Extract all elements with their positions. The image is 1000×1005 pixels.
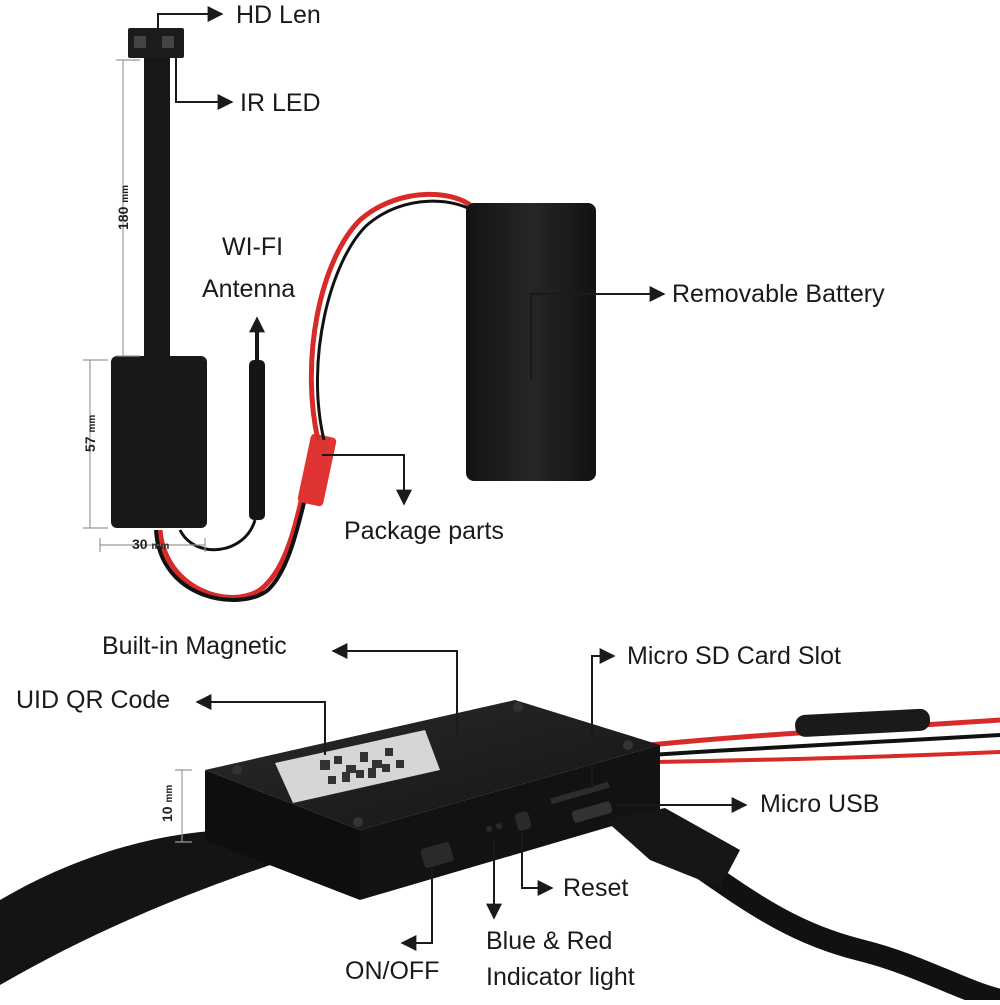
main-module (111, 356, 207, 528)
arrow-reset (521, 832, 554, 896)
screw-4 (353, 817, 363, 827)
bottom-ribbon (0, 830, 300, 985)
antenna-wire (178, 519, 257, 552)
bottom-wire-red-2 (654, 750, 1000, 764)
arrow-on-off (400, 868, 433, 951)
label-magnetic: Built-in Magnetic (102, 632, 287, 660)
reset-button (514, 811, 532, 831)
camera-head (128, 28, 184, 58)
led-blue (486, 826, 492, 832)
bottom-wire-black-1 (649, 733, 1000, 757)
usb-plug (605, 808, 740, 888)
arrow-uid-qr (195, 694, 326, 755)
battery-wire-black (315, 199, 479, 441)
screw-1 (232, 765, 242, 775)
label-uid-qr: UID QR Code (16, 686, 171, 714)
label-on-off: ON/OFF (345, 957, 440, 985)
label-hd-len: HD Len (236, 1, 321, 29)
label-sd-slot: Micro SD Card Slot (627, 642, 841, 670)
label-indicator-line1: Blue & Red (486, 927, 613, 955)
arrow-battery (530, 286, 666, 380)
dim-height-text: 57 mm (82, 415, 98, 452)
label-ir-led: IR LED (240, 89, 321, 117)
label-indicator-line2: Indicator light (486, 963, 635, 991)
qr-label (275, 730, 440, 803)
label-wifi-line2: Antenna (202, 275, 296, 303)
led-red (496, 823, 502, 829)
screw-2 (513, 702, 523, 712)
battery-wire-red (308, 191, 477, 441)
label-package: Package parts (344, 517, 504, 545)
on-off-switch (420, 841, 454, 869)
dimension-length (116, 59, 140, 357)
dvr-box-front (205, 770, 360, 900)
arrow-hd-len (157, 6, 224, 28)
arrow-sd-slot (591, 648, 616, 788)
dim-thickness-text: 10 mm (159, 785, 175, 822)
arrow-magnetic (331, 643, 458, 735)
hd-lens-dot (134, 36, 146, 48)
dimension-height (83, 359, 108, 529)
qr-code (320, 748, 404, 784)
red-connector (297, 433, 337, 507)
label-wifi-line1: WI-FI (222, 233, 284, 261)
label-micro-usb: Micro USB (760, 790, 880, 818)
usb-port (571, 801, 613, 823)
usb-cable (683, 851, 1000, 1005)
arrow-ir-led (175, 42, 234, 110)
dimension-thickness (175, 769, 192, 843)
label-reset: Reset (563, 874, 629, 902)
dim-length-text: 180 mm (115, 185, 131, 230)
dimension-width (99, 538, 206, 552)
label-battery: Removable Battery (672, 280, 885, 308)
wifi-antenna (249, 360, 265, 520)
dim-width-text: 30 mm (132, 536, 169, 552)
camera-ribbon (144, 55, 170, 365)
sd-slot (550, 781, 610, 805)
arrow-package (322, 454, 412, 506)
ir-led-dot (162, 36, 174, 48)
screw-3 (623, 740, 633, 750)
bottom-wire-ferrite (795, 708, 931, 737)
